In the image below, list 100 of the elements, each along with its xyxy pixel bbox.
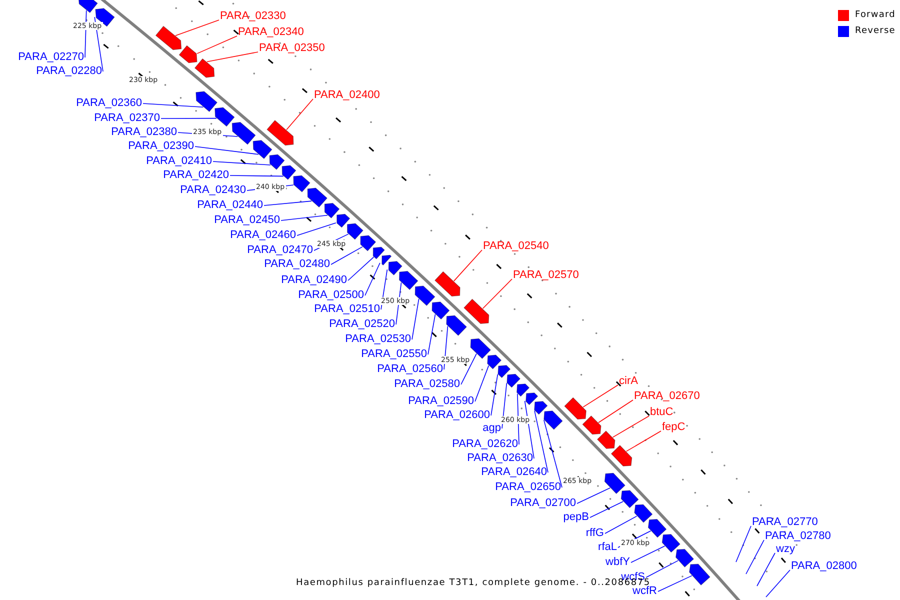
leader-line: [474, 365, 490, 402]
reverse-gene-block: [662, 534, 680, 553]
leader-line: [264, 200, 312, 206]
reverse-gene-block: [214, 107, 235, 127]
leader-line: [194, 146, 259, 155]
gene-label: wcfR: [632, 585, 657, 598]
reverse-gene-block: [470, 338, 491, 359]
gene-label: PARA_02560: [377, 363, 443, 376]
reverse-gene-block: [432, 302, 450, 320]
leader-line: [590, 501, 624, 518]
gene-label: PARA_02350: [259, 42, 325, 55]
gene-label: PARA_02380: [111, 126, 177, 139]
forward-gene-block: [582, 416, 602, 435]
gene-label: PARA_02370: [94, 112, 160, 125]
reverse-gene-block: [446, 315, 467, 336]
legend-label: Reverse: [855, 26, 896, 37]
reverse-gene-block: [399, 270, 418, 290]
gene-label: PARA_02640: [481, 466, 547, 479]
leader-line: [280, 214, 328, 221]
leader-line: [160, 118, 217, 119]
gene-label: PARA_02490: [281, 274, 347, 287]
gene-label: PARA_02460: [230, 229, 296, 242]
forward-gene-block: [266, 120, 294, 146]
reverse-gene-block: [382, 254, 392, 266]
leader-line: [746, 540, 764, 574]
leader-line: [490, 374, 498, 416]
reverse-gene-block: [360, 235, 376, 252]
leader-line: [453, 250, 482, 282]
gene-label: PARA_02360: [76, 97, 142, 110]
gene-label: PARA_02400: [314, 89, 380, 102]
forward-gene-block: [464, 298, 490, 324]
reverse-gene-block: [534, 401, 548, 415]
forward-gene-block: [434, 271, 460, 297]
gene-label: PARA_02510: [314, 303, 380, 316]
leader-line: [736, 526, 752, 562]
leader-line: [534, 410, 548, 473]
reverse-gene-block: [388, 261, 402, 276]
leader-line: [330, 246, 363, 265]
leader-line: [576, 488, 611, 504]
reverse-gene-block: [293, 175, 310, 192]
gene-label: PARA_02450: [214, 214, 280, 227]
gene-label: PARA_02430: [180, 184, 246, 197]
gene-label: fepC: [662, 421, 686, 434]
leader-line: [460, 353, 477, 385]
gene-label: agp: [482, 422, 501, 435]
gene-label: PARA_02480: [264, 258, 330, 271]
legend-label: Forward: [855, 10, 896, 21]
leader-line: [524, 400, 534, 459]
leader-line: [364, 262, 380, 296]
leader-line: [658, 575, 692, 592]
reverse-gene-block: [620, 490, 639, 508]
gene-label: PARA_02570: [513, 269, 579, 282]
gene-label: PARA_02470: [247, 244, 313, 257]
gene-label: PARA_02800: [791, 560, 857, 573]
reverse-gene-block: [78, 0, 98, 14]
reverse-gene-block: [487, 354, 502, 370]
reverse-gene-block: [232, 122, 256, 145]
leader-line: [598, 400, 634, 424]
gene-label: PARA_02630: [467, 452, 533, 465]
reverse-gene-block: [282, 165, 296, 180]
gene-label: PARA_02420: [163, 169, 229, 182]
reverse-gene-block: [498, 365, 511, 378]
reverse-gene-block: [269, 154, 285, 170]
leader-line: [582, 384, 618, 408]
leader-line: [175, 20, 220, 36]
gene-label: PARA_02670: [634, 390, 700, 403]
reverse-gene-block: [676, 548, 694, 568]
leader-line: [646, 560, 679, 578]
gene-label: PARA_02580: [394, 378, 460, 391]
gene-label: PARA_02550: [361, 348, 427, 361]
forward-gene-block: [155, 26, 182, 50]
leader-line: [626, 430, 662, 452]
gene-label: cirA: [619, 375, 638, 388]
forward-gene-block: [596, 430, 616, 449]
gene-label: PARA_02620: [452, 438, 518, 451]
gene-label: PARA_02280: [36, 65, 102, 78]
forward-gene-block: [194, 58, 215, 78]
gene-label: PARA_02780: [765, 530, 831, 543]
reverse-gene-block: [544, 410, 563, 430]
leader-line: [412, 298, 420, 340]
leader-line: [196, 36, 238, 54]
reverse-gene-block: [648, 518, 667, 538]
leader-line: [482, 278, 512, 309]
leader-line: [612, 416, 650, 438]
forward-gene-block: [610, 444, 632, 466]
gene-label: pepB: [563, 511, 589, 524]
leader-line: [428, 314, 436, 355]
gene-label: PARA_02340: [238, 26, 304, 39]
gene-label: PARA_02440: [197, 199, 263, 212]
gene-label: PARA_02270: [18, 51, 84, 64]
reverse-gene-block: [324, 202, 340, 218]
reverse-gene-block: [336, 214, 350, 228]
forward-gene-block: [564, 397, 586, 420]
reverse-gene-block: [516, 384, 530, 397]
gene-label: PARA_02770: [752, 516, 818, 529]
gene-label: PARA_02600: [424, 409, 490, 422]
leader-line: [630, 546, 666, 563]
leader-line: [296, 222, 336, 236]
reverse-gene-block: [634, 504, 653, 523]
reverse-gene-block: [307, 188, 328, 208]
